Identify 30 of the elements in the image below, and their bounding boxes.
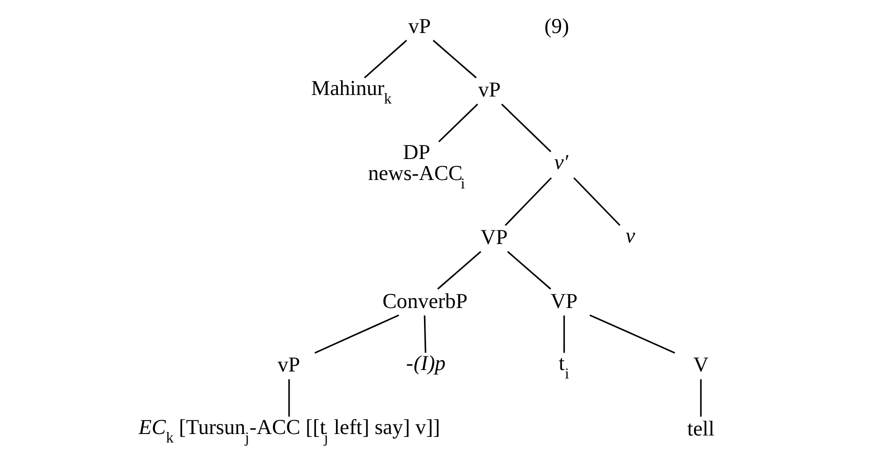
node-text: V (692, 352, 708, 377)
node-text: vP (478, 78, 500, 102)
node-text: ConverbP (382, 288, 468, 313)
node-text: VP (550, 288, 578, 313)
node-text: EC$_{k}$ [Tursun$_{j}$-ACC [[t$_{j}$ left] say] v]] (138, 414, 440, 446)
node-text: DP news-ACC$_{i}$ (368, 140, 465, 193)
connector (700, 379, 702, 417)
node-text: vP (277, 352, 300, 377)
connector (432, 40, 476, 78)
connector (504, 177, 552, 226)
connector (572, 177, 620, 226)
node-text: -(I)p (406, 351, 446, 376)
node-text: Mahinur$_{k}$ (310, 76, 392, 108)
node-text: tell (686, 416, 714, 440)
connector (438, 104, 478, 142)
connector (506, 251, 551, 290)
connector (436, 251, 481, 290)
node-text: t$_{i}$ (558, 351, 569, 383)
node-text: VP (480, 225, 508, 249)
node-text: v′ (554, 150, 570, 174)
label: (9) (544, 14, 569, 38)
node-text: v (625, 223, 635, 248)
connector (314, 314, 399, 354)
connector (500, 104, 551, 152)
connector (288, 379, 290, 417)
connector (364, 40, 407, 78)
connector (423, 315, 426, 353)
node-text: vP (408, 14, 430, 38)
connector (562, 315, 564, 353)
connector (589, 314, 675, 354)
